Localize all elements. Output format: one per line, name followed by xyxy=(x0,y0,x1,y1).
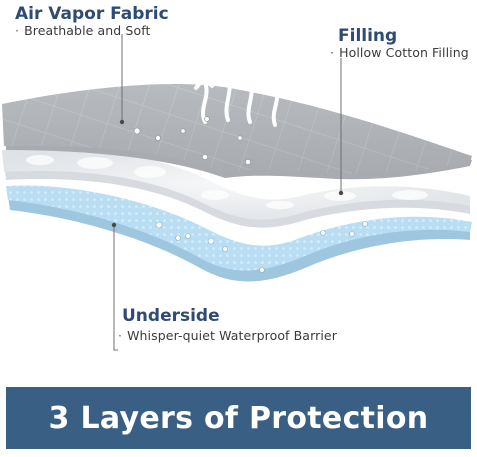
callout-lines xyxy=(113,34,342,351)
callout-dot-underside xyxy=(111,222,117,228)
callout-dot-fabric xyxy=(119,119,125,125)
vapor-arrows-icon xyxy=(194,64,285,127)
banner-title: 3 Layers of Protection xyxy=(48,400,429,436)
underside-label-subtitle: · Whisper-quiet Waterproof Barrier xyxy=(118,328,337,343)
fabric-layer xyxy=(2,83,472,180)
fabric-label-subtitle: · Breathable and Soft xyxy=(15,23,150,38)
water-droplet-icon xyxy=(133,116,251,165)
underside-label-title: Underside xyxy=(122,306,220,326)
banner-box: 3 Layers of Protection xyxy=(6,387,471,449)
bullet-icon: · xyxy=(15,23,20,38)
water-droplet-icon xyxy=(155,221,368,273)
filling-subtitle-text: Hollow Cotton Filling xyxy=(339,45,469,60)
bullet-icon: · xyxy=(330,45,335,60)
underside-subtitle-text: Whisper-quiet Waterproof Barrier xyxy=(127,328,337,343)
filling-label-subtitle: · Hollow Cotton Filling xyxy=(330,45,469,60)
filling-layer xyxy=(2,147,470,228)
filling-label-title: Filling xyxy=(338,26,398,46)
callout-dot-filling xyxy=(338,190,344,196)
callout-line-underside xyxy=(113,225,118,351)
bullet-icon: · xyxy=(118,328,123,343)
fabric-label-title: Air Vapor Fabric xyxy=(15,4,169,24)
mattress-layers-illustration xyxy=(2,34,472,351)
underside-layer xyxy=(6,185,472,282)
banner: 3 Layers of Protection xyxy=(0,379,477,457)
fabric-subtitle-text: Breathable and Soft xyxy=(24,23,151,38)
